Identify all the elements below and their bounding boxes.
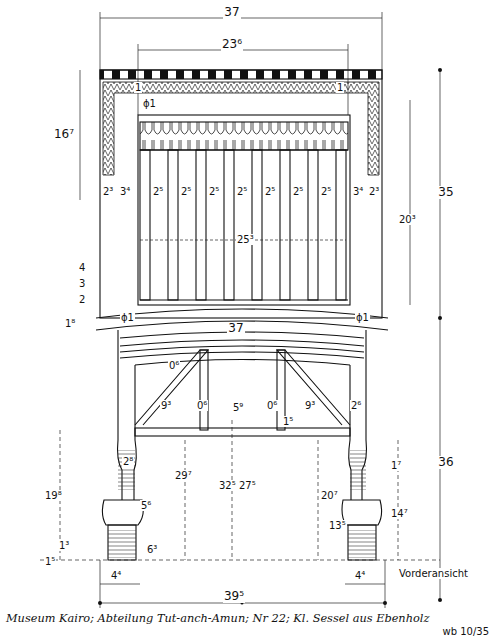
dimension-label: ϕ1 (355, 312, 370, 323)
dimension-label: 20³ (398, 214, 417, 225)
dimension-label: 0⁶ (266, 400, 278, 411)
dimension-label: 2³ (102, 186, 114, 197)
dimension-label: wb 10/35 (441, 626, 490, 637)
dimension-label: 2⁵ (152, 186, 164, 197)
dimension-label: 2⁵ (236, 186, 248, 197)
dimension-label: 1³ (58, 540, 70, 551)
dimension-label: 32⁵ (218, 480, 237, 491)
dimension-label: 2⁵ (292, 186, 304, 197)
dimension-label: 1⁵ (282, 416, 294, 427)
dimension-label: 13⁵ (328, 520, 347, 531)
dimension-label: ϕ1 (142, 98, 157, 109)
dimension-label: 1 (336, 82, 344, 93)
dimension-label: 25³ (236, 234, 255, 245)
dimension-label: 0⁶ (168, 360, 180, 371)
dimension-label: 2³ (368, 186, 380, 197)
dimension-label: 35 (437, 186, 454, 199)
dimension-label: 4⁴ (354, 570, 366, 581)
dimension-label: 37 (227, 322, 244, 335)
dimension-label: 5⁶ (140, 500, 152, 511)
dimension-label: 16⁷ (53, 128, 75, 141)
dimension-label: 2⁵ (320, 186, 332, 197)
dimension-label: 39⁵ (223, 590, 245, 603)
dimension-label: 1⁷ (390, 460, 402, 471)
dimension-label: 2⁸ (122, 456, 134, 467)
dimension-label: 3⁴ (352, 186, 364, 197)
dimension-label: 2⁶ (350, 400, 362, 411)
caption: Museum Kairo; Abteilung Tut-anch-Amun; N… (6, 611, 429, 625)
dimension-label: ϕ1 (120, 312, 135, 323)
dimension-label: 27⁵ (238, 480, 257, 491)
dimension-label: 3 (78, 278, 86, 289)
dimension-label: 37 (223, 6, 240, 19)
dimension-label: 5⁹ (232, 402, 244, 413)
dimension-label: 29⁷ (174, 470, 193, 481)
dimension-label: 3⁴ (119, 186, 131, 197)
dimension-label: 1⁸ (64, 318, 76, 329)
dimension-label: 4⁴ (110, 570, 122, 581)
dimension-label: 2⁵ (180, 186, 192, 197)
dimension-label: 4 (78, 262, 86, 273)
dimension-label: 19⁸ (44, 490, 63, 501)
dimension-label: 6³ (146, 544, 158, 555)
dimension-label: Vorderansicht (398, 568, 469, 579)
dimension-label: 2⁵ (264, 186, 276, 197)
dimension-label: 1 (134, 82, 142, 93)
dimension-label: 23⁶ (221, 38, 243, 51)
dimension-label: 14⁷ (390, 508, 409, 519)
dimension-label: 1⁵ (44, 556, 56, 567)
dimension-label: 2 (78, 294, 86, 305)
dimension-label: 9³ (160, 400, 172, 411)
dimension-label: 9³ (304, 400, 316, 411)
dimension-label: 0⁶ (196, 400, 208, 411)
dimension-label: 2⁵ (208, 186, 220, 197)
dimension-label: 20⁷ (320, 490, 339, 501)
dimension-label: 36 (437, 456, 454, 469)
